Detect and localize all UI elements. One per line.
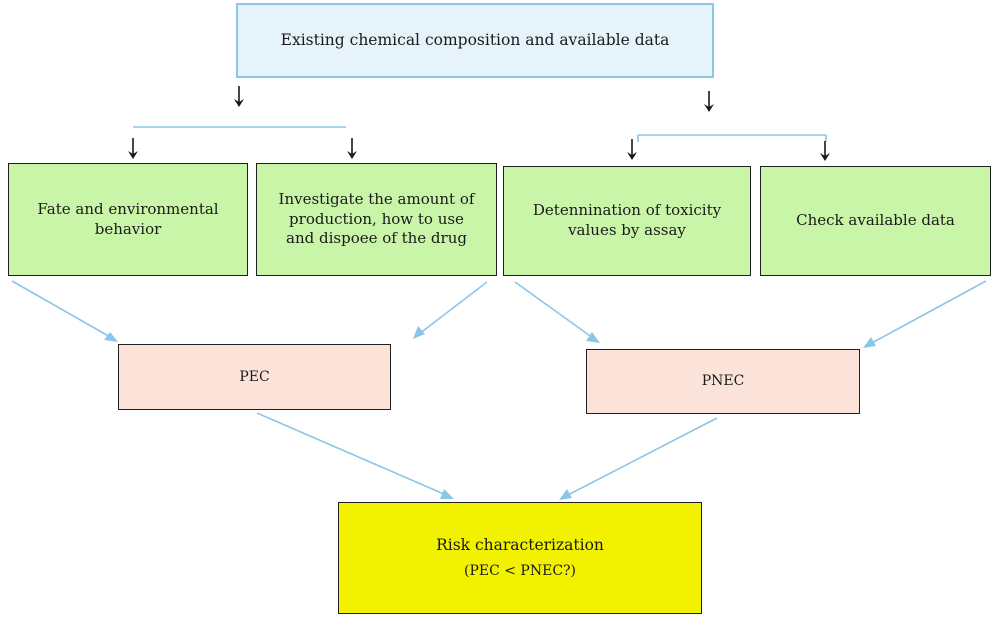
pec-label: PEC — [239, 368, 270, 385]
arrowhead-production-to-pec — [413, 326, 425, 339]
check-label: Check available data — [796, 211, 955, 230]
pnec-label: PNEC — [701, 373, 745, 390]
node-toxicity-determination: Detennination of toxicity values by assa… — [503, 166, 751, 276]
node-pec: PEC — [118, 344, 391, 410]
arrowhead-to-fate — [128, 151, 138, 159]
toxicity-label: Detennination of toxicity values by assa… — [532, 201, 722, 239]
top-node-existing-composition: Existing chemical composition and availa… — [236, 3, 714, 78]
node-risk-characterization: Risk characterization (PEC < PNEC?) — [338, 502, 702, 614]
production-label: Investigate the amount of production, ho… — [278, 189, 475, 248]
arrow-fate-to-pec — [11, 280, 113, 339]
arrowhead-to-toxicity — [627, 152, 637, 160]
arrow-check-to-pnec — [869, 280, 987, 345]
arrowhead-fate-to-pec — [104, 332, 118, 342]
arrowhead-to-production — [347, 151, 357, 159]
arrowhead-top-left — [234, 99, 244, 107]
arrow-pnec-to-risk — [565, 417, 718, 497]
risk-condition: (PEC < PNEC?) — [463, 563, 576, 579]
arrow-toxicity-to-pnec — [514, 281, 594, 339]
node-pnec: PNEC — [586, 349, 860, 414]
node-investigate-production: Investigate the amount of production, ho… — [256, 163, 497, 276]
arrowhead-toxicity-to-pnec — [586, 332, 600, 343]
arrowhead-to-check — [820, 153, 830, 161]
arrow-pec-to-risk — [256, 412, 447, 496]
risk-title: Risk characterization — [436, 536, 604, 555]
arrowhead-pec-to-risk — [440, 489, 454, 499]
arrowhead-check-to-pnec — [863, 337, 876, 348]
arrow-production-to-pec — [418, 281, 488, 335]
node-check-available-data: Check available data — [760, 166, 991, 276]
fate-label: Fate and environmental behavior — [37, 199, 219, 238]
top-node-label: Existing chemical composition and availa… — [280, 31, 670, 50]
arrowhead-top-right — [704, 104, 714, 112]
arrowhead-pnec-to-risk — [559, 489, 572, 500]
node-fate-environmental-behavior: Fate and environmental behavior — [8, 163, 248, 276]
